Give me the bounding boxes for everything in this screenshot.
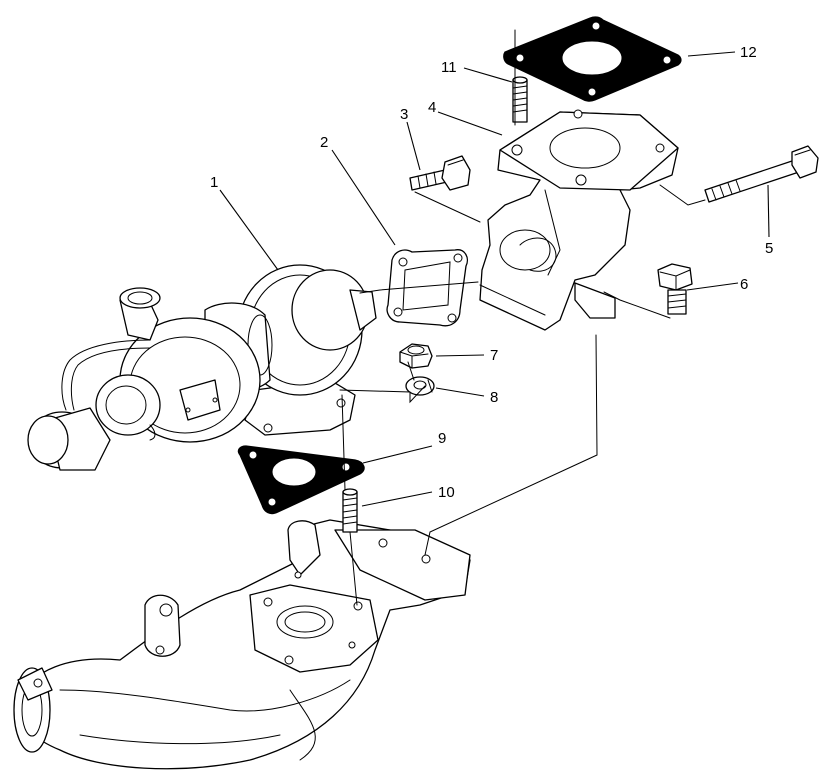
bolt-5 xyxy=(704,145,819,203)
callout-2: 2 xyxy=(320,134,328,151)
callout-7: 7 xyxy=(490,347,498,364)
exhaust-elbow xyxy=(479,109,679,331)
lock-washer-8 xyxy=(405,376,435,396)
stud-10 xyxy=(342,488,358,533)
leader-lines xyxy=(219,51,770,507)
stud-11 xyxy=(512,76,528,123)
callout-10: 10 xyxy=(438,484,455,501)
callout-6: 6 xyxy=(740,276,748,293)
flange-gasket-triangle xyxy=(237,445,365,515)
callout-5: 5 xyxy=(765,240,773,257)
assembly-centerlines xyxy=(339,29,706,606)
callout-labels: 1 2 3 4 5 6 7 8 9 10 11 12 xyxy=(210,44,773,501)
turbo-outlet-gasket xyxy=(386,249,469,327)
callout-12: 12 xyxy=(740,44,757,61)
nut-7 xyxy=(399,343,433,369)
turbocharger xyxy=(27,264,377,471)
callout-11: 11 xyxy=(441,59,457,76)
callout-1: 1 xyxy=(210,174,218,191)
callout-4: 4 xyxy=(428,99,436,116)
callout-3: 3 xyxy=(400,106,408,123)
bolt-6 xyxy=(657,263,693,315)
callout-8: 8 xyxy=(490,389,498,406)
exhaust-manifold xyxy=(13,519,471,770)
flange-gasket-square xyxy=(503,16,682,102)
callout-9: 9 xyxy=(438,430,446,447)
bolt-3 xyxy=(409,155,471,191)
